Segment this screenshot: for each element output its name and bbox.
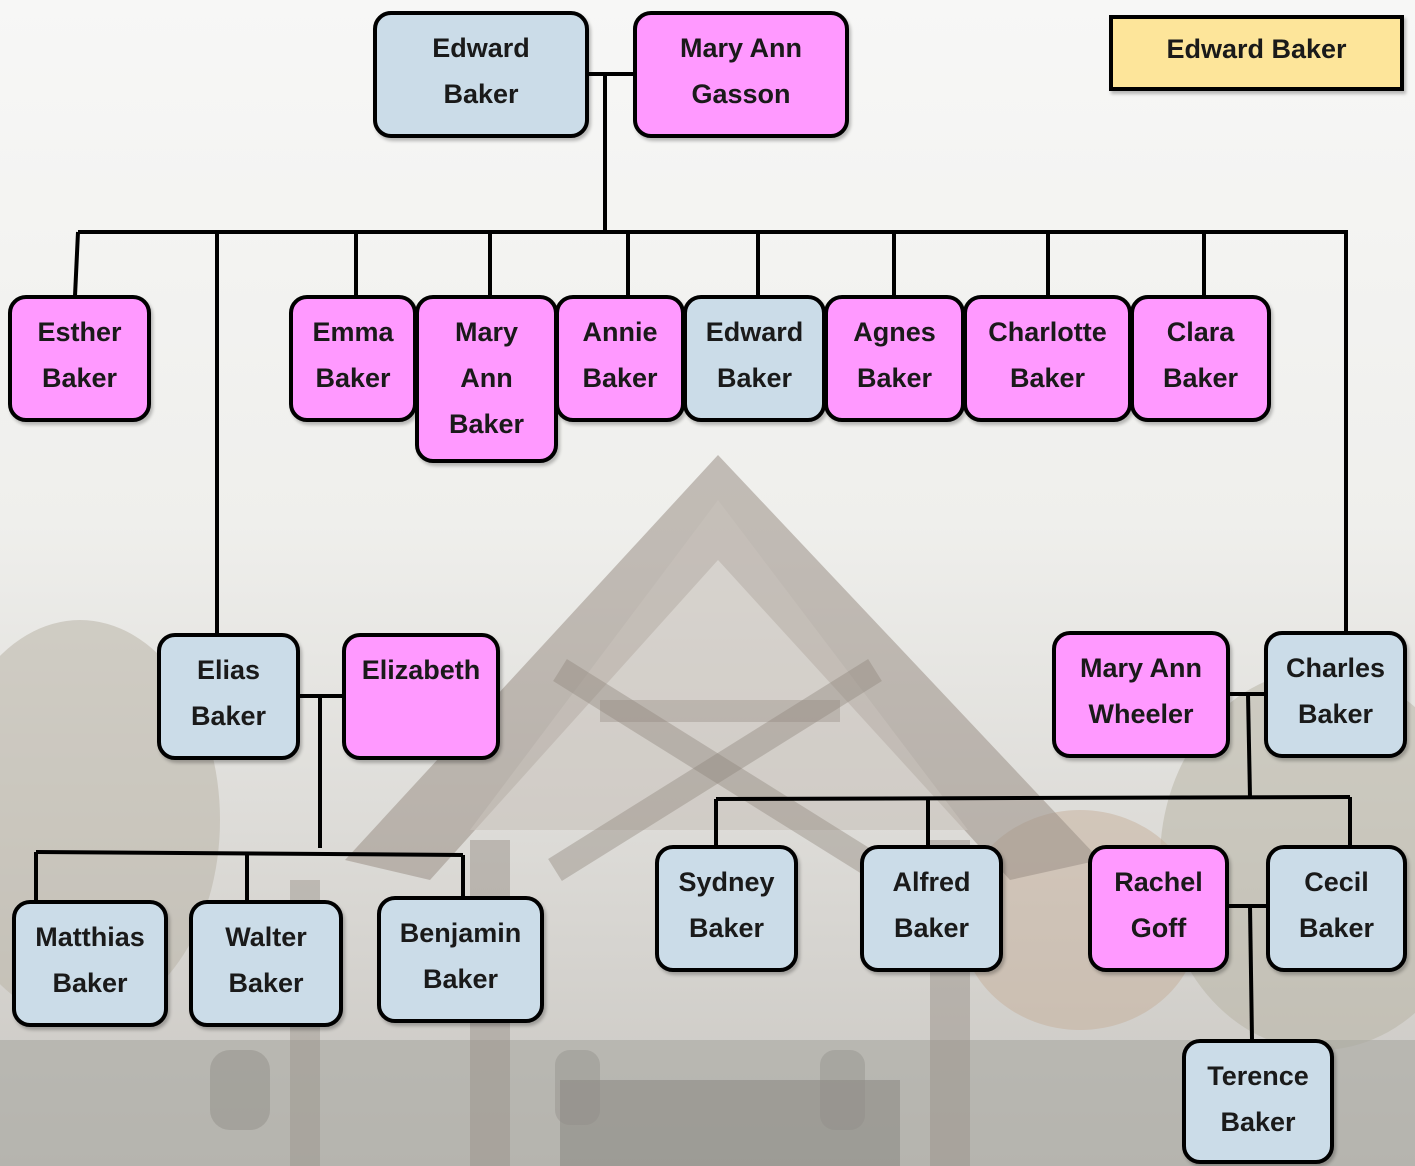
person-name: Charles Baker xyxy=(1285,653,1386,729)
person-name: Mary Ann Wheeler xyxy=(1079,653,1202,729)
person-name: Walter Baker xyxy=(225,922,307,998)
person-name: Annie Baker xyxy=(582,317,658,393)
person-edward-baker-jr[interactable]: Edward Baker xyxy=(683,295,826,422)
person-rachel-goff[interactable]: Rachel Goff xyxy=(1088,845,1229,972)
person-elizabeth[interactable]: Elizabeth xyxy=(342,633,500,760)
person-name: Elizabeth xyxy=(361,655,481,685)
person-name: Rachel Goff xyxy=(1114,867,1203,943)
person-esther-baker[interactable]: Esther Baker xyxy=(8,295,151,422)
person-name: Edward Baker xyxy=(432,33,530,109)
person-name: Benjamin Baker xyxy=(399,918,522,994)
person-name: Esther Baker xyxy=(37,317,122,393)
person-charlotte-baker[interactable]: Charlotte Baker xyxy=(963,295,1132,422)
person-name: Mary Ann Baker xyxy=(448,317,525,439)
person-name: Matthias Baker xyxy=(35,922,145,998)
person-matthias-baker[interactable]: Matthias Baker xyxy=(12,900,168,1027)
person-clara-baker[interactable]: Clara Baker xyxy=(1130,295,1271,422)
person-walter-baker[interactable]: Walter Baker xyxy=(189,900,343,1027)
person-elias-baker[interactable]: Elias Baker xyxy=(157,633,300,760)
person-name: Cecil Baker xyxy=(1298,867,1375,943)
person-name: Agnes Baker xyxy=(853,317,936,393)
person-name: Clara Baker xyxy=(1162,317,1239,393)
person-name: Elias Baker xyxy=(190,655,267,731)
person-agnes-baker[interactable]: Agnes Baker xyxy=(824,295,965,422)
person-mary-ann-gasson[interactable]: Mary Ann Gasson xyxy=(633,11,849,138)
person-benjamin-baker[interactable]: Benjamin Baker xyxy=(377,896,544,1023)
person-name: Terence Baker xyxy=(1207,1061,1309,1137)
person-mary-ann-wheeler[interactable]: Mary Ann Wheeler xyxy=(1052,631,1230,758)
person-sydney-baker[interactable]: Sydney Baker xyxy=(655,845,798,972)
person-name: Mary Ann Gasson xyxy=(679,33,802,109)
person-name: Emma Baker xyxy=(312,317,394,393)
person-name: Edward Baker xyxy=(705,317,804,393)
person-annie-baker[interactable]: Annie Baker xyxy=(555,295,685,422)
person-terence-baker[interactable]: Terence Baker xyxy=(1182,1039,1334,1164)
person-mary-ann-baker[interactable]: Mary Ann Baker xyxy=(415,295,558,463)
person-emma-baker[interactable]: Emma Baker xyxy=(289,295,417,422)
person-name: Charlotte Baker xyxy=(988,317,1107,393)
person-cecil-baker[interactable]: Cecil Baker xyxy=(1266,845,1407,972)
tree-title: Edward Baker xyxy=(1109,15,1404,91)
person-charles-baker[interactable]: Charles Baker xyxy=(1264,631,1407,758)
person-alfred-baker[interactable]: Alfred Baker xyxy=(860,845,1003,972)
person-name: Alfred Baker xyxy=(892,867,971,943)
person-name: Sydney Baker xyxy=(678,867,775,943)
person-edward-baker-sr[interactable]: Edward Baker xyxy=(373,11,589,138)
